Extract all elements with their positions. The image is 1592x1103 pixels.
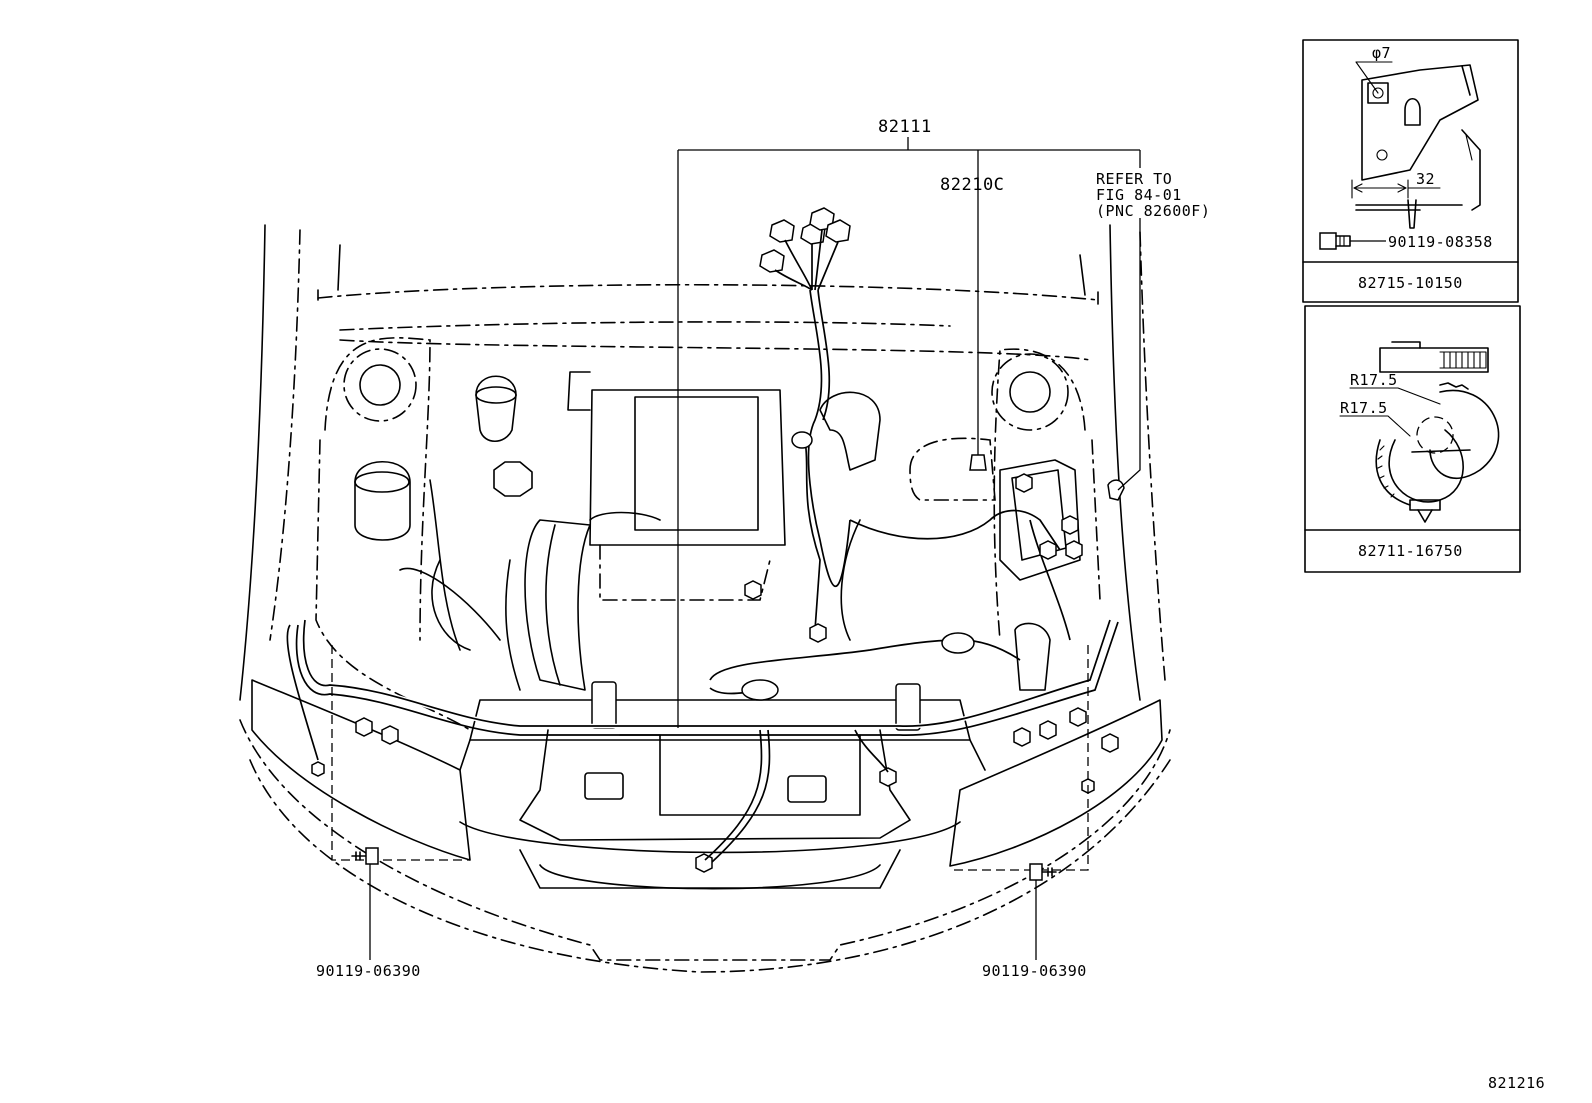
bolt-small-icon: [1319, 232, 1351, 250]
engine-bay-drawing: [239, 224, 1171, 973]
refer-line-1: REFER TO: [1096, 170, 1172, 188]
bolt-left-icon: [351, 847, 379, 865]
refer-line-3: (PNC 82600F): [1096, 202, 1210, 220]
dim-width-label: 32: [1416, 170, 1435, 188]
label-bolt-right: 90119-06390: [982, 962, 1087, 980]
connector-cluster: [759, 207, 851, 291]
wire-harness-82111: [286, 207, 1125, 873]
radius-label-b: R17.5: [1340, 399, 1388, 417]
label-part-82711-16750: 82711-16750: [1358, 542, 1463, 560]
radius-label-a: R17.5: [1350, 371, 1398, 389]
inset-bracket: φ7 32 90119-08358 82715-10150: [1302, 39, 1519, 303]
label-harness-82210c: 82210C: [940, 175, 1004, 195]
figure-id: 821216: [1488, 1074, 1545, 1092]
label-bolt-90119-08358: 90119-08358: [1388, 233, 1493, 251]
label-part-82715-10150: 82715-10150: [1358, 274, 1463, 292]
refer-line-2: FIG 84-01: [1096, 186, 1182, 204]
inset-clamp: R17.5 R17.5 82711-16750: [1304, 305, 1521, 573]
bolt-right-icon: [1029, 863, 1057, 881]
dim-hole-label: φ7: [1372, 44, 1391, 62]
callout-leaders: [331, 137, 1141, 960]
label-bolt-left: 90119-06390: [316, 962, 421, 980]
label-harness-82111: 82111: [878, 117, 932, 137]
